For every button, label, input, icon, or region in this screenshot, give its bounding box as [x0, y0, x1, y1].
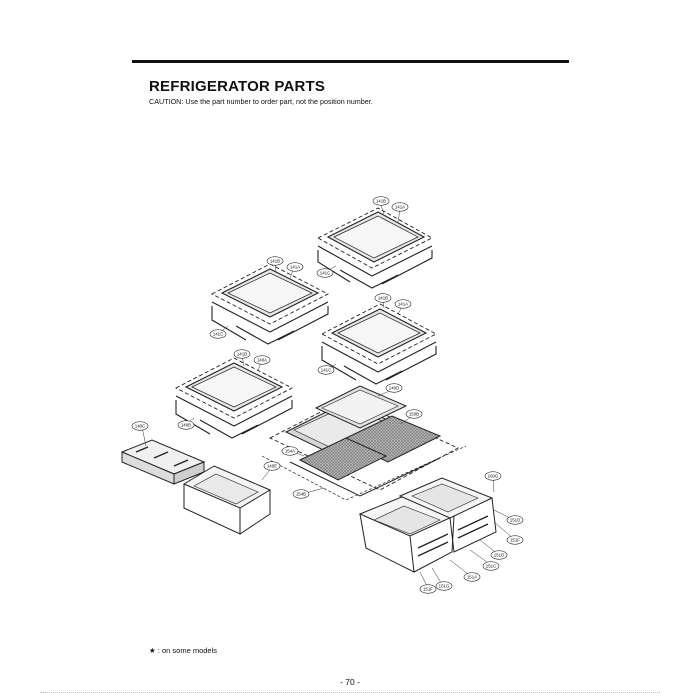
svg-text:151D: 151D	[494, 553, 505, 558]
part-label-151D-1: 151D	[506, 515, 524, 525]
part-label-154A: 154A	[281, 446, 299, 456]
part-label-141C-3: 141C	[317, 365, 335, 375]
header-rule	[132, 60, 569, 63]
svg-text:150B: 150B	[409, 412, 419, 417]
svg-text:140C: 140C	[135, 424, 146, 429]
part-label-140B: 140B	[177, 420, 195, 430]
page-title: REFRIGERATOR PARTS	[149, 78, 326, 95]
shelf-assembly-4	[175, 357, 293, 439]
rail-140C	[120, 439, 206, 485]
caution-note: CAUTION: Use the part number to order pa…	[149, 97, 373, 106]
crisper-drawers	[358, 477, 497, 573]
svg-text:151G: 151G	[439, 584, 450, 589]
part-label-141C-1: 141C	[316, 268, 334, 278]
part-label-151G: 151G	[435, 581, 453, 591]
svg-text:160G: 160G	[488, 474, 499, 479]
part-label-151D-2: 151D	[490, 550, 508, 560]
footer-rule	[40, 692, 660, 693]
svg-text:151F: 151F	[423, 587, 433, 592]
crisper-cover-assembly	[261, 385, 467, 501]
svg-text:140B: 140B	[181, 423, 191, 428]
svg-text:140D: 140D	[389, 386, 400, 391]
part-label-151F-1: 151F	[506, 535, 524, 545]
part-label-141A-3: 141A	[394, 299, 412, 309]
part-label-160G: 160G	[484, 471, 502, 481]
part-label-140A: 140A	[253, 355, 271, 365]
svg-text:141B: 141B	[270, 259, 280, 264]
svg-text:141C: 141C	[213, 332, 224, 337]
svg-text:141B: 141B	[237, 352, 247, 357]
svg-text:154A: 154A	[285, 449, 295, 454]
svg-text:151D: 151D	[510, 518, 521, 523]
svg-text:151A: 151A	[467, 575, 477, 580]
part-label-141B-2: 141B	[266, 256, 284, 266]
tray-140E	[182, 465, 272, 535]
svg-text:141B: 141B	[378, 296, 388, 301]
svg-text:151C: 151C	[486, 564, 497, 569]
shelf-assembly-3	[321, 303, 437, 385]
shelf-assembly-1	[317, 207, 433, 289]
part-label-141A-2: 141A	[286, 262, 304, 272]
part-label-150B: 150B	[405, 409, 423, 419]
svg-text:141A: 141A	[290, 265, 300, 270]
leader-lines	[141, 204, 515, 589]
part-label-141A-1: 141A	[391, 202, 409, 212]
page-number: - 70 -	[340, 677, 360, 687]
svg-text:151F: 151F	[510, 538, 520, 543]
part-label-151F-2: 151F	[419, 584, 437, 594]
svg-text:140E: 140E	[267, 464, 277, 469]
svg-text:140A: 140A	[257, 358, 267, 363]
part-label-151A: 151A	[463, 572, 481, 582]
footnote: ★ : on some models	[149, 646, 218, 655]
part-label-140C: 140C	[131, 421, 149, 431]
part-label-151C: 151C	[482, 561, 500, 571]
part-label-141B-3: 141B	[374, 293, 392, 303]
svg-text:154B: 154B	[296, 492, 306, 497]
part-label-154B: 154B	[292, 489, 310, 499]
svg-text:141A: 141A	[395, 205, 405, 210]
svg-text:141A: 141A	[398, 302, 408, 307]
part-label-141C-2: 141C	[209, 329, 227, 339]
svg-text:141C: 141C	[321, 368, 332, 373]
part-label-140E: 140E	[263, 461, 281, 471]
part-label-140D: 140D	[385, 383, 403, 393]
svg-text:141B: 141B	[376, 199, 386, 204]
part-label-141B-1: 141B	[372, 196, 390, 206]
svg-text:141C: 141C	[320, 271, 331, 276]
shelf-assembly-2	[211, 263, 329, 345]
part-label-141B-4: 141B	[233, 349, 251, 359]
